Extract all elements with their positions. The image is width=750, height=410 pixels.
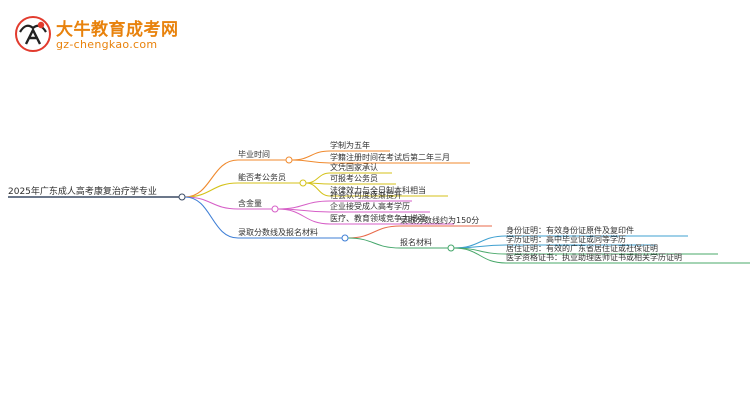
leaf-label-1-0: 文凭国家承认: [330, 163, 378, 172]
material-label-0: 身份证明：有效身份证原件及复印件: [506, 226, 634, 235]
branch-label-3: 录取分数线及报名材料: [238, 228, 318, 237]
edge-branch-0-leaf-1: [291, 159, 331, 164]
leaf-label-2-1: 企业接受成人高考学历: [330, 202, 410, 211]
leaf-label-0-1: 学籍注册时间在考试后第二年三月: [330, 153, 450, 162]
edge-root-to-branch-2: [184, 196, 239, 210]
edge-materials-1: [453, 244, 507, 249]
site-logo: 大牛教育成考网 gz-chengkao.com: [14, 14, 264, 54]
edge-root-to-branch-1: [184, 182, 239, 198]
edge-branch-3-score: [347, 225, 401, 239]
branch-label-0: 毕业时间: [238, 150, 270, 159]
root-node-dot: [178, 193, 186, 201]
edge-branch-1-leaf-0: [305, 172, 331, 184]
bull-logo-icon: [15, 16, 51, 52]
edge-branch-0-leaf-0: [291, 150, 331, 161]
edge-root-to-branch-3: [184, 196, 239, 239]
leaf-label-2-0: 社会认可度逐渐提升: [330, 191, 402, 200]
root-node-label: 2025年广东成人高考康复治疗学专业: [8, 187, 157, 197]
mindmap-edges: [8, 150, 750, 264]
edge-branch-1-leaf-2: [305, 182, 331, 197]
leaf-label-2-2: 医疗、教育领域竞争力增强: [330, 214, 426, 223]
edge-branch-2-leaf-0: [277, 200, 331, 210]
branch-label-1: 能否考公务员: [238, 173, 286, 182]
edge-branch-3-materials: [347, 237, 401, 249]
leaf-label-3-0: 录取分数线约为150分: [400, 216, 480, 225]
branch-dot-1: [299, 179, 307, 187]
leaf-label-1-1: 可报考公务员: [330, 174, 378, 183]
leaf-label-3-1: 报名材料: [400, 238, 432, 247]
leaf-label-0-0: 学制为五年: [330, 141, 370, 150]
material-label-1: 学历证明：高中毕业证或同等学历: [506, 235, 626, 244]
leaf-label-1-2: 法律效力与全日制本科相当: [330, 186, 426, 195]
material-label-3: 医学资格证书：执业助理医师证书或相关学历证明: [506, 253, 682, 262]
edge-root-to-branch-0: [184, 159, 239, 198]
edge-materials-3: [453, 247, 507, 264]
materials-dot: [447, 244, 455, 252]
edge-branch-2-leaf-2: [277, 208, 331, 225]
brand-domain: gz-chengkao.com: [56, 38, 158, 51]
branch-dot-3: [341, 234, 349, 242]
branch-dot-0: [285, 156, 293, 164]
brand-name: 大牛教育成考网: [56, 20, 179, 40]
mindmap-nodes: [178, 156, 455, 252]
material-label-2: 居住证明：有效的广东省居住证或社保证明: [506, 244, 658, 253]
branch-dot-2: [271, 205, 279, 213]
branch-label-2: 含金量: [238, 199, 262, 208]
